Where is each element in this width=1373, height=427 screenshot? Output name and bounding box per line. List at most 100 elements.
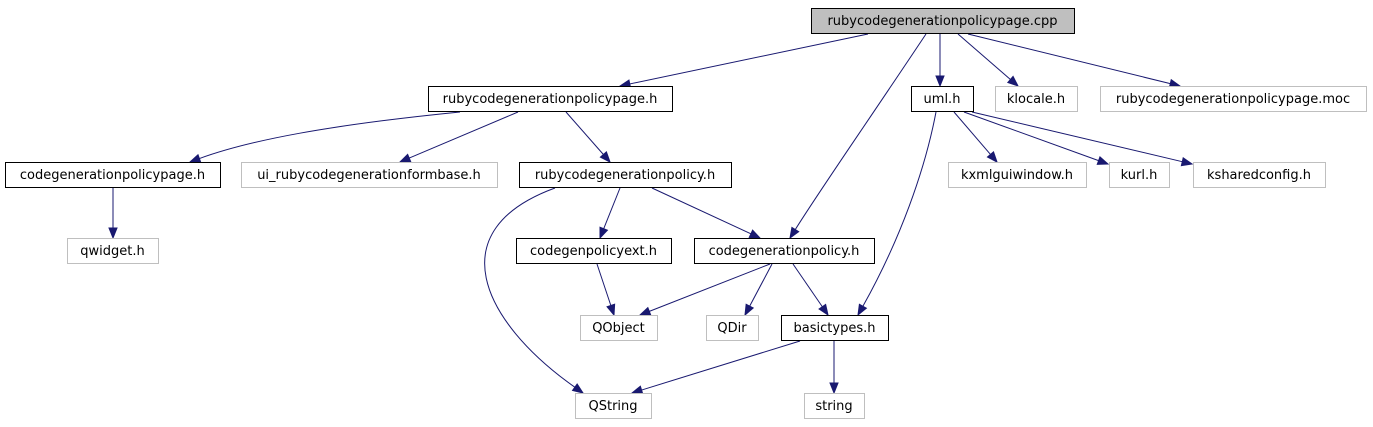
- edge-line: [963, 111, 1099, 162]
- arrowhead-icon: [108, 227, 118, 240]
- edge-rubycodegenerationpolicy_h-to-codegenerationpolicy_h: [651, 187, 762, 239]
- node-box: [575, 393, 652, 419]
- node-codegenerationpolicy-h[interactable]: codegenerationpolicy.h: [694, 238, 875, 264]
- arrowhead-icon: [748, 229, 762, 239]
- node-rubycodegenerationpolicypage-cpp[interactable]: rubycodegenerationpolicypage.cpp: [811, 8, 1075, 34]
- edge-line: [794, 33, 927, 230]
- node-qwidget-h: qwidget.h: [67, 238, 159, 264]
- arrowhead-icon: [1006, 75, 1020, 87]
- edge-uml_h-to-basictypes_h: [857, 111, 937, 317]
- node-box: [1109, 162, 1170, 188]
- node-box: [995, 86, 1078, 112]
- edge-line: [596, 263, 612, 306]
- node-rubycodegenerationpolicy-h[interactable]: rubycodegenerationpolicy.h: [519, 162, 732, 188]
- node-codegenerationpolicypage-h[interactable]: codegenerationpolicypage.h: [5, 162, 221, 188]
- edge-line: [749, 263, 773, 307]
- node-label: rubycodegenerationpolicypage.moc: [1116, 92, 1350, 107]
- edge-rubycodegenerationpolicy_h-to-QString: [484, 187, 585, 394]
- edge-line: [651, 187, 752, 235]
- node-uml-h[interactable]: uml.h: [911, 86, 974, 112]
- arrowhead-icon: [606, 303, 616, 317]
- node-label: rubycodegenerationpolicypage.cpp: [827, 14, 1057, 29]
- node-string: string: [804, 393, 865, 419]
- edge-basictypes_h-to-string: [829, 341, 839, 395]
- edge-line: [409, 111, 519, 159]
- arrowhead-icon: [818, 303, 829, 317]
- edge-rubycodegenerationpolicypage_h-to-rubycodegenerationpolicy_h: [565, 111, 611, 164]
- edge-rubycodegenerationpolicypage_cpp-to-rubycodegenerationpolicypage_h: [618, 33, 869, 89]
- edge-line: [957, 33, 1011, 80]
- edge-rubycodegenerationpolicypage_cpp-to-klocale_h: [957, 33, 1020, 87]
- edge-line: [792, 263, 823, 308]
- edge-line: [629, 33, 869, 85]
- edge-line: [649, 263, 771, 312]
- arrowhead-icon: [571, 383, 585, 394]
- node-label: kurl.h: [1121, 168, 1158, 183]
- node-label: codegenerationpolicypage.h: [20, 168, 205, 183]
- node-label: codegenpolicyext.h: [530, 244, 657, 259]
- arrowhead-icon: [1096, 155, 1110, 165]
- arrowhead-icon: [599, 150, 611, 164]
- edge-line: [565, 111, 604, 155]
- node-label: QDir: [717, 321, 747, 336]
- node-label: QObject: [592, 321, 645, 336]
- edge-line: [967, 33, 1171, 85]
- node-QObject: QObject: [580, 315, 658, 341]
- edge-rubycodegenerationpolicy_h-to-codegenpolicyext_h: [599, 187, 621, 240]
- arrowhead-icon: [744, 303, 755, 317]
- edge-line: [953, 111, 991, 155]
- node-label: QString: [588, 399, 637, 414]
- node-box: [1193, 162, 1326, 188]
- edge-line: [603, 187, 621, 229]
- node-box: [804, 393, 865, 419]
- arrowhead-icon: [935, 75, 945, 88]
- node-kurl-h: kurl.h: [1109, 162, 1170, 188]
- arrowhead-icon: [398, 153, 412, 163]
- edge-line: [862, 111, 937, 307]
- node-label: qwidget.h: [80, 244, 144, 259]
- edge-uml_h-to-ksharedconfig_h: [971, 111, 1194, 167]
- node-box: [519, 162, 732, 188]
- node-label: ui_rubycodegenerationformbase.h: [257, 168, 481, 183]
- arrowhead-icon: [599, 226, 609, 240]
- edge-uml_h-to-kxmlguiwindow_h: [953, 111, 998, 164]
- node-label: ksharedconfig.h: [1207, 168, 1311, 183]
- node-label: klocale.h: [1007, 92, 1065, 107]
- node-ksharedconfig-h: ksharedconfig.h: [1193, 162, 1326, 188]
- arrowhead-icon: [789, 226, 800, 240]
- node-box: [811, 8, 1075, 34]
- node-label: codegenerationpolicy.h: [709, 244, 860, 259]
- edge-rubycodegenerationpolicypage_h-to-ui_rubycodegenerationformbase_h: [398, 111, 519, 163]
- nodes-layer: rubycodegenerationpolicypage.cpp rubycode…: [5, 8, 1367, 419]
- edge-line: [971, 111, 1183, 163]
- node-box: [694, 238, 875, 264]
- node-box: [1100, 86, 1367, 112]
- node-box: [428, 86, 673, 112]
- node-box: [516, 238, 672, 264]
- node-rubycodegenerationpolicypage-moc: rubycodegenerationpolicypage.moc: [1100, 86, 1367, 112]
- edge-rubycodegenerationpolicypage_cpp-to-uml_h: [935, 34, 945, 88]
- node-box: [948, 162, 1087, 188]
- node-QDir: QDir: [706, 315, 759, 341]
- edge-codegenpolicyext_h-to-QObject: [596, 263, 616, 317]
- edge-line: [484, 187, 576, 388]
- node-label: kxmlguiwindow.h: [961, 168, 1073, 183]
- edge-line: [641, 340, 801, 391]
- node-box: [67, 238, 159, 264]
- arrowhead-icon: [857, 303, 868, 317]
- node-QString: QString: [575, 393, 652, 419]
- node-codegenpolicyext-h[interactable]: codegenpolicyext.h: [516, 238, 672, 264]
- edge-line: [199, 111, 461, 160]
- node-label: rubycodegenerationpolicy.h: [535, 168, 715, 183]
- edge-rubycodegenerationpolicypage_cpp-to-rubycodegenerationpolicypage_moc: [967, 33, 1182, 89]
- node-basictypes-h[interactable]: basictypes.h: [781, 315, 889, 341]
- node-ui-rubycodegenerationformbase-h: ui_rubycodegenerationformbase.h: [241, 162, 498, 188]
- node-box: [706, 315, 759, 341]
- arrowhead-icon: [188, 153, 202, 163]
- node-rubycodegenerationpolicypage-h[interactable]: rubycodegenerationpolicypage.h: [428, 86, 673, 112]
- node-box: [911, 86, 974, 112]
- arrowhead-icon: [630, 385, 644, 395]
- node-box: [241, 162, 498, 188]
- edges-layer: [108, 33, 1194, 395]
